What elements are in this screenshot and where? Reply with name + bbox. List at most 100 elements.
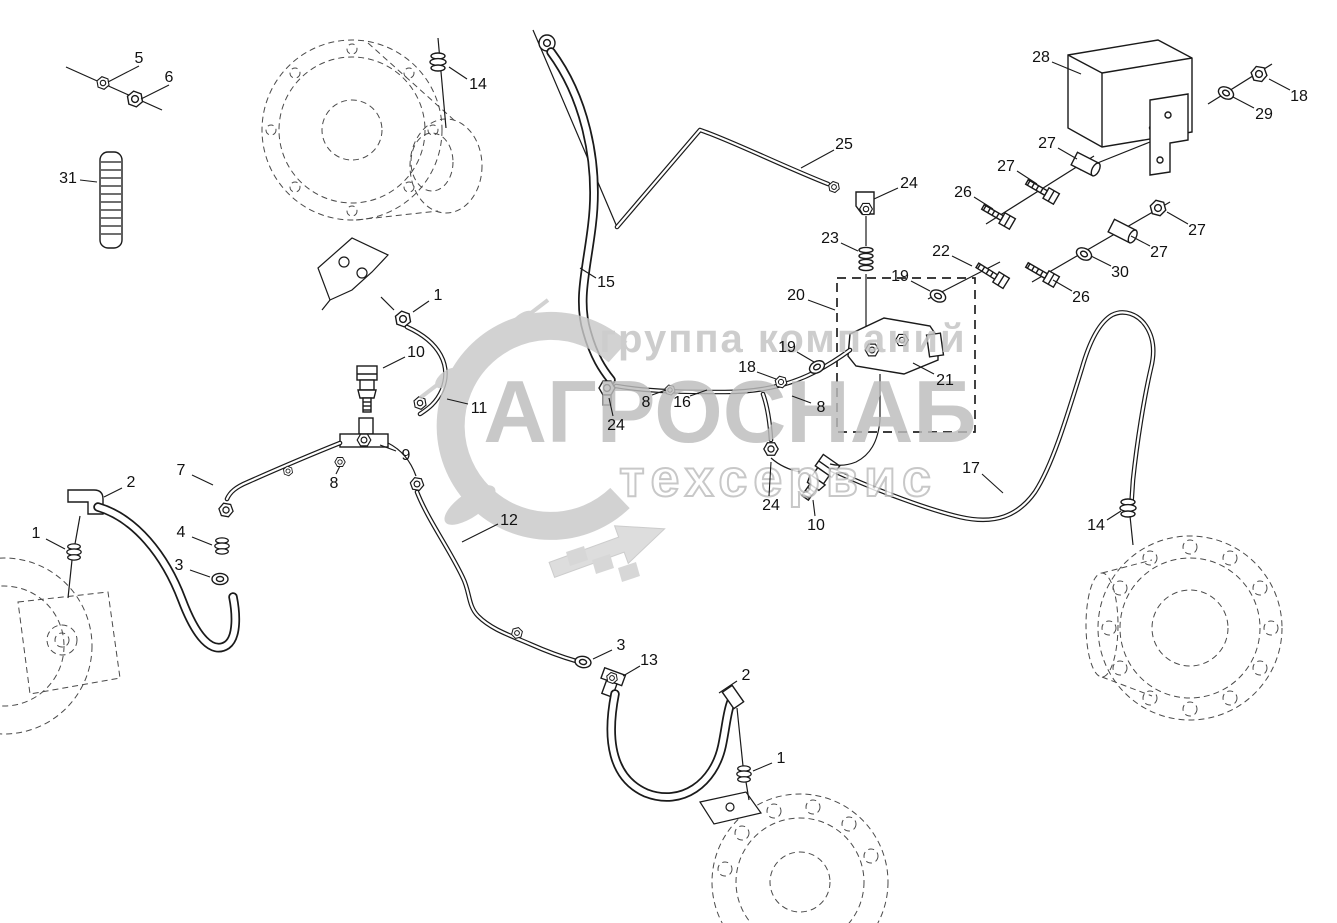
callout-22: 22	[932, 243, 950, 260]
callout-leader-10	[812, 499, 816, 517]
pipe-11	[404, 324, 448, 417]
pipe-17	[829, 310, 1156, 546]
callout-19: 19	[891, 268, 909, 285]
sensor-10-left	[356, 365, 378, 413]
callout-leader-17	[981, 473, 1004, 494]
wheel-hub-right	[1085, 535, 1283, 721]
callout-leader-5	[107, 65, 140, 83]
callout-8: 8	[330, 475, 339, 492]
callout-3: 3	[617, 637, 626, 654]
wheel-motor-top-left	[261, 39, 483, 221]
callout-leader-25	[800, 149, 835, 169]
callout-26: 26	[954, 184, 972, 201]
callout-13: 13	[640, 652, 658, 669]
watermark-line2: АГРОСНАБ	[483, 362, 976, 461]
callout-leader-19	[910, 280, 931, 292]
callout-leader-27	[1130, 235, 1151, 247]
callout-leader-16	[689, 389, 708, 397]
nut-27c	[1147, 198, 1169, 218]
callout-leader-15	[579, 267, 597, 279]
callout-leader-18	[1268, 78, 1291, 91]
callout-1: 1	[32, 525, 41, 542]
hose-2-bottom	[606, 684, 752, 802]
callout-10: 10	[407, 344, 425, 361]
callout-9: 9	[402, 447, 411, 464]
fitting-1-top	[392, 309, 414, 329]
callout-8: 8	[642, 394, 651, 411]
mounting-bracket	[317, 237, 390, 311]
fitting-24-hose-end	[598, 380, 616, 406]
callout-leader-30	[1090, 255, 1112, 267]
callout-24: 24	[607, 417, 625, 434]
callout-11: 11	[471, 400, 488, 417]
callout-leader-13	[622, 665, 641, 677]
callout-layer: 5631141525242328182927272627273026221920…	[32, 49, 1308, 772]
callout-leader-14	[1106, 510, 1122, 521]
callout-25: 25	[835, 136, 853, 153]
callout-leader-8	[651, 389, 667, 396]
watermark-arrow	[548, 525, 666, 579]
watermark-swoosh	[436, 311, 630, 540]
valve-block-group-20	[836, 274, 976, 433]
hose-15	[538, 34, 616, 385]
callout-leader-2	[103, 487, 123, 498]
washer-29	[1215, 83, 1237, 103]
elbow-24-top	[855, 191, 875, 246]
callout-30: 30	[1111, 264, 1129, 281]
pipe-25	[614, 127, 842, 230]
callout-4: 4	[177, 524, 186, 541]
callout-27: 27	[1038, 135, 1056, 152]
callout-27: 27	[997, 158, 1015, 175]
callout-leader-14	[448, 66, 468, 80]
callout-leader-6	[140, 84, 170, 100]
callout-leader-24	[873, 187, 899, 200]
callout-10: 10	[807, 517, 825, 534]
callout-2: 2	[742, 667, 751, 684]
callout-27: 27	[1188, 222, 1206, 239]
callout-24: 24	[762, 497, 780, 514]
watermark: группа компаний АГРОСНАБ техсервис	[418, 298, 977, 582]
watermark-line1: группа компаний	[599, 317, 966, 361]
callout-leader-23	[840, 242, 859, 252]
callout-leader-12	[461, 523, 499, 543]
callout-leader-8	[791, 395, 812, 404]
callout-28: 28	[1032, 49, 1050, 66]
callout-leader-18	[756, 371, 777, 380]
watermark-leaf	[444, 485, 496, 525]
callout-15: 15	[597, 274, 615, 291]
callout-16: 16	[673, 394, 691, 411]
pipe-7	[217, 440, 343, 519]
callout-2: 2	[127, 474, 136, 491]
corrugated-sleeve-31	[99, 151, 123, 249]
callout-leader-3	[189, 569, 211, 578]
callout-leader-9	[379, 444, 397, 452]
callout-29: 29	[1255, 106, 1273, 123]
valve-block-21	[847, 317, 939, 375]
callout-leader-27	[1016, 170, 1038, 185]
callout-leader-26	[1052, 279, 1073, 292]
washer-3-bottom	[573, 654, 593, 670]
callout-7: 7	[177, 462, 186, 479]
callout-leader-7	[191, 474, 214, 486]
callout-leader-28	[1051, 61, 1082, 75]
callout-leader-1	[412, 300, 430, 313]
callout-24: 24	[900, 175, 918, 192]
callout-leader-26	[973, 196, 994, 210]
callout-leader-31	[79, 179, 98, 183]
callout-12: 12	[500, 512, 518, 529]
callout-leader-1	[45, 538, 66, 550]
callout-leader-27	[1166, 211, 1189, 225]
callout-leader-10	[382, 356, 406, 369]
callout-leader-22	[951, 255, 973, 267]
callout-leader-24	[608, 397, 614, 417]
callout-14: 14	[469, 76, 487, 93]
callout-leader-1	[752, 762, 773, 772]
grommet-14-right	[1119, 498, 1137, 518]
callout-leader-2	[718, 680, 738, 694]
callout-1: 1	[434, 287, 443, 304]
washer-3-left	[211, 572, 229, 586]
callout-leader-20	[807, 299, 836, 311]
fastener-5	[94, 75, 112, 91]
callout-18: 18	[1290, 88, 1308, 105]
elbow-24-mid	[763, 442, 801, 473]
